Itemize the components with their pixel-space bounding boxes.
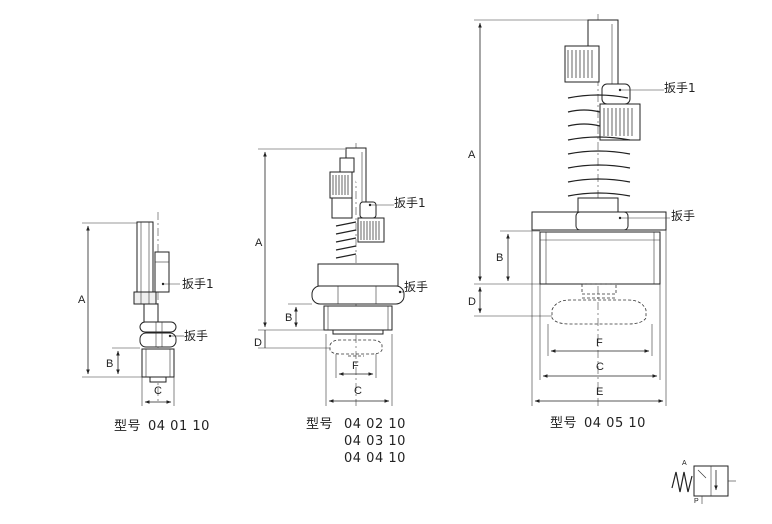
medium-dim-a-label: A [255, 237, 263, 249]
valve-port-p: P [694, 498, 699, 505]
large-model-prefix: 型号 [550, 416, 577, 431]
small-unit-drawing: A B C 扳手1 扳手 [78, 212, 214, 406]
medium-dim-f-label: F [352, 360, 359, 372]
large-dim-f-label: F [596, 337, 603, 349]
medium-model-prefix: 型号 [306, 417, 333, 432]
large-dim-d-label: D [468, 296, 476, 308]
large-model-number: 04 05 10 [584, 416, 646, 431]
medium-model-number-2: 04 03 10 [344, 434, 406, 449]
medium-model-number-1: 04 02 10 [344, 417, 406, 432]
valve-symbol-icon: A P [671, 460, 736, 505]
large-wrench-label: 扳手 [671, 209, 695, 223]
small-model-number: 04 01 10 [148, 419, 210, 434]
medium-wrench1-label: 扳手1 [394, 196, 426, 210]
valve-port-a: A [682, 460, 687, 467]
medium-unit-drawing: A B D F C 扳手1 扳手 [254, 143, 428, 406]
small-wrench-label: 扳手 [184, 329, 208, 343]
small-dim-c-label: C [154, 385, 162, 397]
small-model-prefix: 型号 [114, 419, 141, 434]
large-wrench1-label: 扳手1 [664, 81, 696, 95]
medium-dim-c-label: C [354, 385, 362, 397]
medium-dim-d-label: D [254, 337, 262, 349]
model-captions: 型号 04 01 10 型号 04 02 10 04 03 10 04 04 1… [114, 416, 646, 466]
medium-wrench-label: 扳手 [404, 280, 428, 294]
medium-model-number-3: 04 04 10 [344, 451, 406, 466]
large-dim-b-label: B [496, 252, 503, 264]
small-wrench1-label: 扳手1 [182, 277, 214, 291]
small-dim-b-label: B [106, 358, 113, 370]
medium-dim-b-label: B [285, 312, 292, 324]
large-unit-drawing: A B D F C E 扳手1 扳手 [468, 14, 696, 408]
large-dim-e-label: E [596, 386, 603, 398]
small-dim-a-label: A [78, 294, 86, 306]
large-dim-c-label: C [596, 361, 604, 373]
large-dim-a-label: A [468, 149, 476, 161]
